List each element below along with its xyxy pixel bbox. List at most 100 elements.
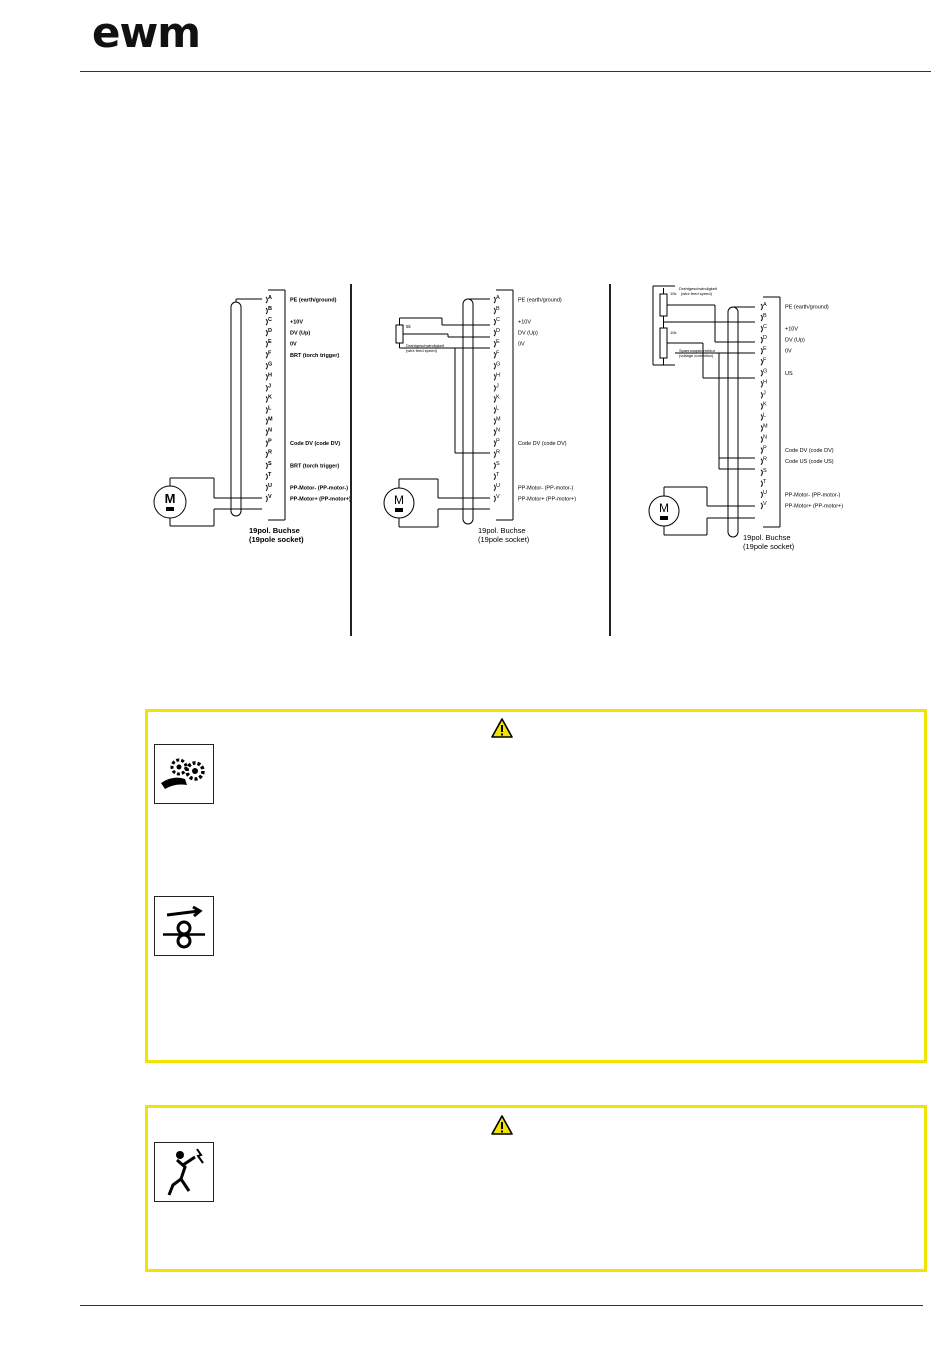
pin-letter-m: M — [496, 417, 501, 423]
socket-pin — [760, 458, 763, 466]
socket-pin — [760, 303, 763, 311]
pin-label-d: DV (Up) — [518, 331, 538, 337]
socket-label-de: 19pol. Buchse — [478, 526, 526, 535]
socket-pin — [493, 296, 496, 304]
pin-letter-t: T — [496, 472, 500, 478]
pin-label-c: +10V — [518, 320, 531, 326]
pin-letter-e: E — [496, 339, 500, 345]
socket-pin — [760, 314, 763, 322]
socket-pin — [493, 429, 496, 436]
potentiometer-1 — [659, 293, 668, 317]
pin-letter-h: H — [268, 372, 272, 378]
socket-pin — [760, 336, 763, 344]
pin-letter-t: T — [763, 479, 767, 485]
pin-letter-u: U — [268, 483, 272, 489]
motor-bar — [166, 507, 174, 511]
socket-pin — [265, 396, 268, 403]
ewm-logo: ewm — [92, 8, 201, 58]
socket-pin — [760, 392, 763, 399]
motor-label: M — [165, 491, 176, 506]
electric-shock-person-icon — [154, 1142, 214, 1202]
socket-pin — [265, 451, 268, 459]
pin-letter-g: G — [268, 361, 272, 367]
socket-pin — [265, 473, 268, 481]
socket-pin — [265, 362, 268, 370]
pin-label-c: +10V — [785, 327, 798, 333]
socket-pin — [493, 373, 496, 381]
pin-letter-g: G — [763, 368, 767, 374]
pin-letter-b: B — [268, 306, 272, 312]
socket-label-de: 19pol. Buchse — [249, 526, 300, 535]
socket-pin — [493, 351, 496, 359]
pin-letter-d: D — [763, 335, 767, 341]
socket-pin — [760, 491, 763, 499]
warning-triangle-icon — [491, 1115, 513, 1135]
warning-box-2 — [145, 1105, 927, 1272]
pin-letter-p: P — [763, 446, 767, 452]
pin-letter-b: B — [496, 306, 500, 312]
pin-letter-a: A — [496, 295, 500, 301]
diagram-separator-1 — [350, 284, 352, 636]
socket-pin — [265, 429, 268, 436]
pot1-label-en: (wire feed speed) — [681, 291, 713, 296]
pin-letter-f: F — [268, 350, 272, 356]
socket-pin — [760, 414, 763, 421]
socket-label-en: (19pole socket) — [743, 542, 795, 551]
socket-pin — [760, 425, 763, 432]
pin-letter-j: J — [496, 383, 499, 389]
pin-label-u: PP-Motor- (PP-motor-) — [518, 485, 573, 491]
pin-letter-n: N — [763, 435, 767, 441]
pin-letter-s: S — [268, 461, 272, 467]
pin-letter-f: F — [496, 350, 500, 356]
pin-letter-t: T — [268, 472, 272, 478]
pin-label-v: PP-Motor+ (PP-motor+) — [518, 496, 576, 502]
pin-letter-n: N — [268, 428, 272, 434]
socket-pin — [493, 340, 496, 348]
pin-letter-d: D — [496, 328, 500, 334]
pin-letter-k: K — [496, 394, 500, 400]
pin-label-f: BRT (torch trigger) — [290, 353, 339, 359]
pin-letter-c: C — [496, 317, 500, 323]
socket-pin — [265, 307, 268, 315]
socket-pin — [760, 380, 763, 388]
warning-box-1 — [145, 709, 927, 1063]
socket-pin — [265, 440, 268, 448]
pin-label-p: Code DV (code DV) — [518, 441, 567, 447]
socket-pin — [493, 473, 496, 481]
pin-letter-r: R — [268, 450, 272, 456]
pin-letter-j: J — [763, 390, 766, 396]
pin-letter-l: L — [496, 406, 499, 412]
pin-letter-m: M — [268, 417, 273, 423]
pin-label-r: Code US (code US) — [785, 459, 834, 465]
pin-label-a: PE (earth/ground) — [290, 298, 337, 304]
pin-letter-s: S — [496, 461, 500, 467]
diagram-separator-2 — [609, 284, 611, 636]
socket-pin — [265, 418, 268, 425]
socket-label-en: (19pole socket) — [249, 535, 304, 544]
shield-cable — [462, 298, 474, 525]
pin-letter-r: R — [496, 450, 500, 456]
pin-letter-h: H — [763, 379, 767, 385]
socket-pin — [493, 307, 496, 315]
pin-letter-v: V — [496, 494, 500, 500]
socket-pin — [760, 403, 763, 410]
pin-letter-c: C — [763, 324, 767, 330]
socket-pin — [493, 329, 496, 337]
socket-pin — [760, 502, 763, 510]
socket-pin — [760, 358, 763, 366]
socket-pin — [265, 329, 268, 337]
motor-label: M — [659, 501, 669, 515]
pin-label-v: PP-Motor+ (PP-motor+) — [290, 496, 350, 502]
pot2-label-de: Spannungskorrektur — [679, 348, 716, 353]
pot1-label-de: Drahtgeschwindigkeit — [679, 286, 718, 291]
pin-letter-g: G — [496, 361, 500, 367]
motor-bar — [395, 508, 403, 512]
pin-letter-e: E — [763, 346, 767, 352]
socket-pin — [265, 495, 268, 503]
pin-letter-a: A — [268, 295, 272, 301]
pin-label-d: DV (Up) — [785, 338, 805, 344]
pin-letter-u: U — [496, 483, 500, 489]
pin-label-d: DV (Up) — [290, 331, 310, 337]
pot-value: 5k — [406, 324, 412, 329]
pin-letter-a: A — [763, 302, 767, 308]
